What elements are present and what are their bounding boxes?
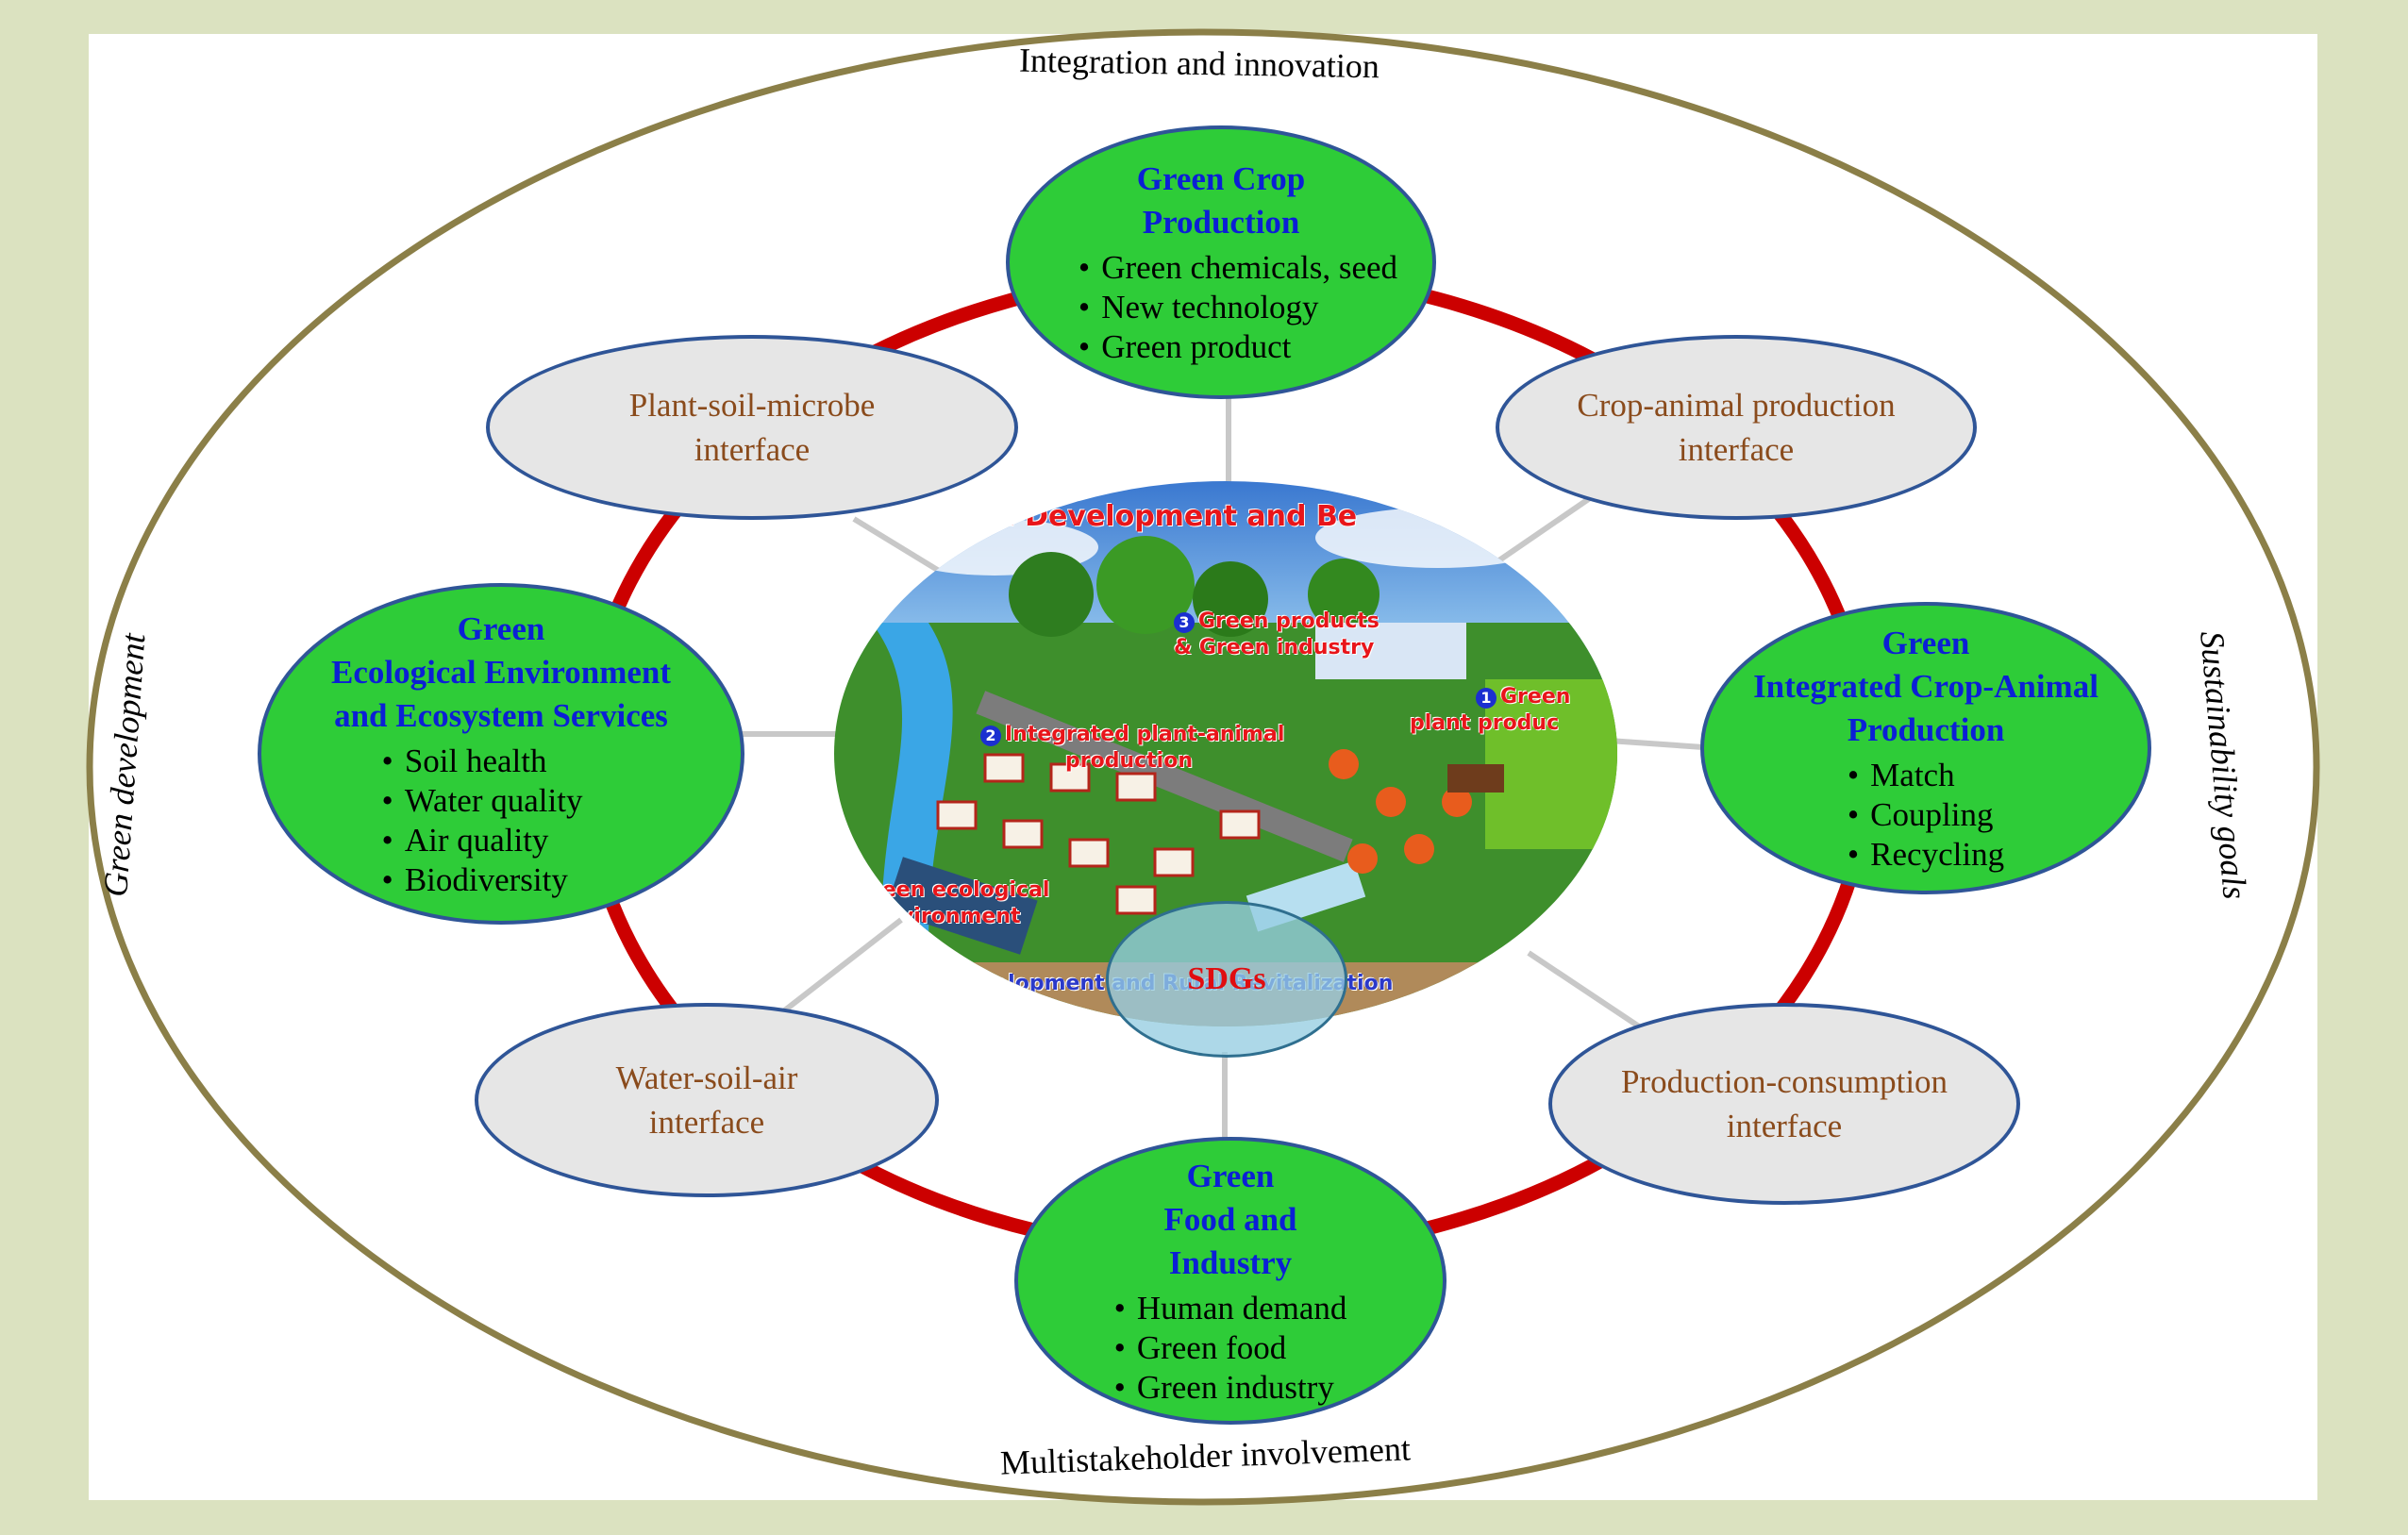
interface-label: Crop-animal production interface bbox=[1577, 383, 1895, 472]
scene-label-2: Integrated plant-animal bbox=[1005, 723, 1285, 746]
spoke-top-right bbox=[1489, 495, 1592, 569]
tree bbox=[1009, 552, 1094, 637]
title-line: and Ecosystem Services bbox=[334, 697, 668, 734]
bullet-list: Soil health Water quality Air quality Bi… bbox=[382, 742, 583, 900]
interface-label: Water-soil-air interface bbox=[616, 1056, 798, 1144]
spoke-top-left bbox=[852, 516, 945, 576]
node-green-integrated-crop-animal: Green Integrated Crop-Animal Production … bbox=[1700, 602, 2151, 894]
title-line: Green bbox=[1186, 1157, 1275, 1194]
scene-label-3: Green products bbox=[1198, 609, 1380, 633]
bullet-list: Human demand Green food Green industry bbox=[1114, 1289, 1347, 1408]
list-item: Green industry bbox=[1114, 1368, 1347, 1408]
title-line: Green bbox=[457, 610, 545, 647]
scene-number-1: 1 bbox=[1476, 688, 1497, 709]
list-item: Coupling bbox=[1848, 795, 2004, 835]
tractor bbox=[1447, 764, 1504, 793]
scene-label-eco-b: vironment bbox=[900, 905, 1021, 928]
label-integration-innovation: Integration and innovation bbox=[1018, 41, 1380, 86]
node-green-crop-production: Green Crop Production Green chemicals, s… bbox=[1006, 125, 1436, 399]
scene-label-1: Green bbox=[1500, 685, 1571, 709]
spoke-right bbox=[1608, 738, 1704, 750]
interface-crop-animal-production: Crop-animal production interface bbox=[1496, 335, 1977, 520]
interface-line: Crop-animal production bbox=[1577, 387, 1896, 424]
title-line: Green bbox=[1881, 625, 1970, 661]
outer-ellipse bbox=[86, 28, 2320, 1506]
crop-field bbox=[1485, 679, 1617, 849]
sdgs-label: SDGs bbox=[1187, 961, 1266, 996]
title-line: Green Crop bbox=[1136, 160, 1306, 197]
list-item: Water quality bbox=[382, 781, 583, 821]
factory bbox=[1315, 623, 1466, 679]
solar-panels bbox=[885, 857, 1038, 955]
tree bbox=[1193, 561, 1268, 637]
spokes bbox=[741, 396, 1704, 1142]
list-item: Green product bbox=[1079, 327, 1397, 367]
scene-label-ecological: reen ecological vironment bbox=[872, 877, 1049, 930]
list-item: Soil health bbox=[382, 742, 583, 781]
tree bbox=[1096, 536, 1195, 634]
list-item: Green chemicals, seed bbox=[1079, 248, 1397, 288]
tree bbox=[1308, 559, 1380, 630]
orchard bbox=[1329, 749, 1472, 874]
interface-line: Plant-soil-microbe bbox=[628, 387, 876, 424]
node-green-ecological-environment: Green Ecological Environment and Ecosyst… bbox=[258, 583, 744, 925]
interface-line: Production-consumption bbox=[1620, 1063, 1948, 1100]
spoke-bottom-right bbox=[1527, 950, 1644, 1031]
node-green-food-industry: Green Food and Industry Human demand Gre… bbox=[1014, 1137, 1446, 1425]
title-line: Production bbox=[1847, 711, 2005, 748]
scene-number-2: 2 bbox=[980, 726, 1001, 746]
interface-production-consumption: Production-consumption interface bbox=[1548, 1003, 2020, 1205]
list-item: Air quality bbox=[382, 821, 583, 860]
scene-label-1b: plant produc bbox=[1410, 711, 1560, 735]
scene-label-eco: reen ecological bbox=[872, 878, 1050, 902]
node-title: Green Integrated Crop-Animal Production bbox=[1753, 622, 2099, 752]
bullet-list: Green chemicals, seed New technology Gre… bbox=[1079, 248, 1397, 367]
title-line: Food and bbox=[1163, 1200, 1297, 1238]
list-item: Recycling bbox=[1848, 835, 2004, 875]
node-title: Green Food and Industry bbox=[1163, 1155, 1296, 1285]
spoke-bottom-left bbox=[772, 917, 903, 1022]
list-item: New technology bbox=[1079, 288, 1397, 327]
node-title: Green Crop Production bbox=[1137, 158, 1306, 244]
interface-line: interface bbox=[694, 431, 811, 468]
title-line: Industry bbox=[1168, 1243, 1293, 1281]
scene-label-2b: production bbox=[1065, 749, 1193, 773]
scene-label-3b: & Green industry bbox=[1174, 636, 1375, 659]
interface-label: Production-consumption interface bbox=[1621, 1059, 1948, 1148]
interface-line: interface bbox=[1678, 431, 1795, 468]
list-item: Green food bbox=[1114, 1328, 1347, 1368]
sdgs-bubble: SDGs bbox=[1106, 901, 1347, 1058]
scene-number-3: 3 bbox=[1174, 612, 1195, 633]
title-line: Ecological Environment bbox=[330, 654, 672, 691]
title-line: Integrated Crop-Animal bbox=[1753, 668, 2099, 705]
interface-line: Water-soil-air bbox=[615, 1059, 798, 1096]
list-item: Human demand bbox=[1114, 1289, 1347, 1328]
interface-plant-soil-microbe: Plant-soil-microbe interface bbox=[486, 335, 1018, 520]
title-line: Production bbox=[1142, 204, 1300, 241]
houses bbox=[936, 753, 1261, 915]
bullet-list: Match Coupling Recycling bbox=[1848, 756, 2004, 875]
scene-banner-top: en Development and Be bbox=[976, 500, 1358, 533]
list-item: Biodiversity bbox=[382, 860, 583, 900]
list-item: Match bbox=[1848, 756, 2004, 795]
interface-label: Plant-soil-microbe interface bbox=[629, 383, 876, 472]
interface-water-soil-air: Water-soil-air interface bbox=[475, 1003, 939, 1197]
interface-line: interface bbox=[648, 1104, 765, 1141]
interface-line: interface bbox=[1726, 1108, 1843, 1144]
node-title: Green Ecological Environment and Ecosyst… bbox=[331, 608, 671, 738]
